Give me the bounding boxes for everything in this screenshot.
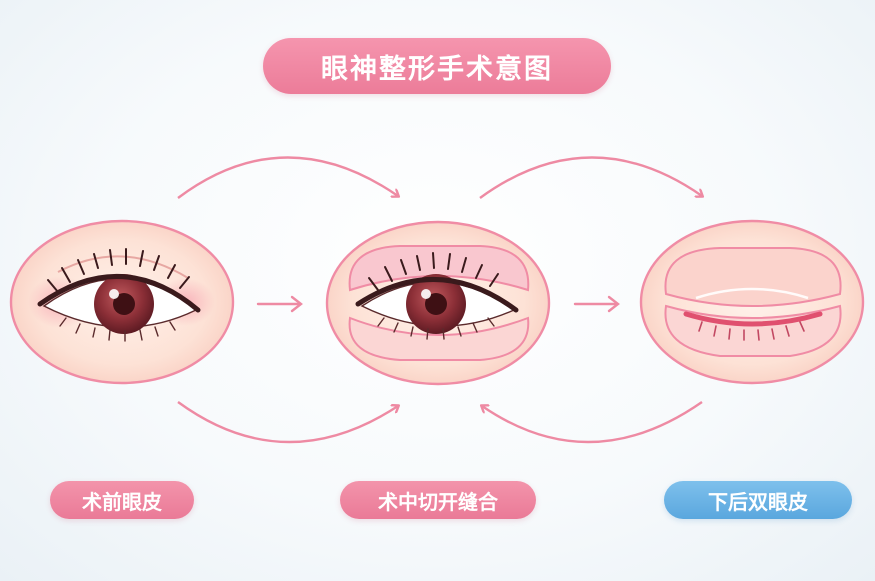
step-label-during: 术中切开缝合 — [340, 481, 536, 519]
eye-after-illustration — [639, 219, 865, 385]
arrow-straight-2 — [573, 295, 620, 313]
arrow-top-left — [177, 156, 398, 199]
diagram-title: 眼神整形手术意图 — [263, 38, 611, 94]
arrow-straight-1 — [256, 295, 303, 313]
step-label-after: 下后双眼皮 — [664, 481, 852, 519]
arrow-bottom-left — [177, 401, 398, 444]
arrow-bottom-right — [482, 401, 703, 444]
eye-before-illustration — [9, 219, 235, 385]
step-label-before: 术前眼皮 — [50, 481, 194, 519]
eye-during-illustration — [325, 220, 551, 386]
arrow-top-right — [479, 156, 702, 199]
